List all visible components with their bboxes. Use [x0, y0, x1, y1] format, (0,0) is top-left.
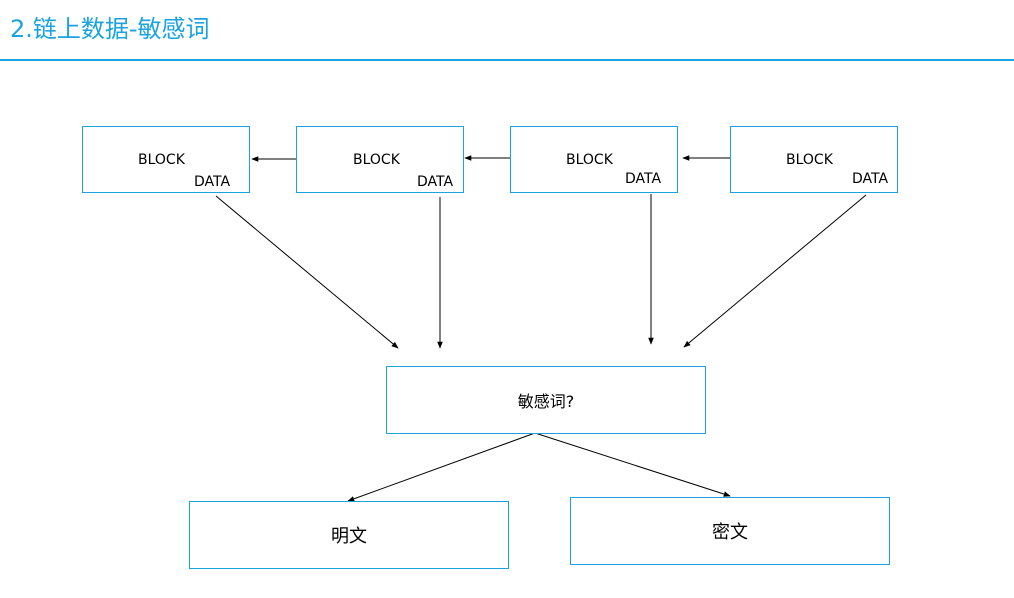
title-underline	[0, 59, 1014, 61]
block1-to-decision-arrow	[215, 195, 399, 349]
block-node-2: BLOCK DATA	[296, 126, 464, 193]
block4-to-decision-arrow	[683, 194, 867, 348]
decision-node: 敏感词?	[386, 366, 706, 434]
decision-label: 敏感词?	[517, 392, 575, 411]
decision-to-plaintext-arrow	[347, 432, 536, 502]
data-label: DATA	[417, 174, 454, 190]
ciphertext-node: 密文	[570, 497, 890, 565]
block-node-1: BLOCK DATA	[82, 126, 250, 193]
data-label: DATA	[852, 171, 889, 187]
page-title: 2.链上数据-敏感词	[10, 15, 210, 43]
block-node-4: BLOCK DATA	[730, 126, 898, 193]
block-label: BLOCK	[786, 152, 833, 168]
block-node-3: BLOCK DATA	[510, 126, 678, 193]
block-label: BLOCK	[353, 152, 400, 168]
block-label: BLOCK	[138, 152, 185, 168]
decision-to-ciphertext-arrow	[534, 432, 731, 497]
plaintext-node: 明文	[189, 501, 509, 569]
ciphertext-label: 密文	[712, 522, 748, 543]
data-label: DATA	[194, 174, 231, 190]
plaintext-label: 明文	[331, 526, 367, 547]
data-label: DATA	[625, 171, 662, 187]
block-label: BLOCK	[566, 152, 613, 168]
